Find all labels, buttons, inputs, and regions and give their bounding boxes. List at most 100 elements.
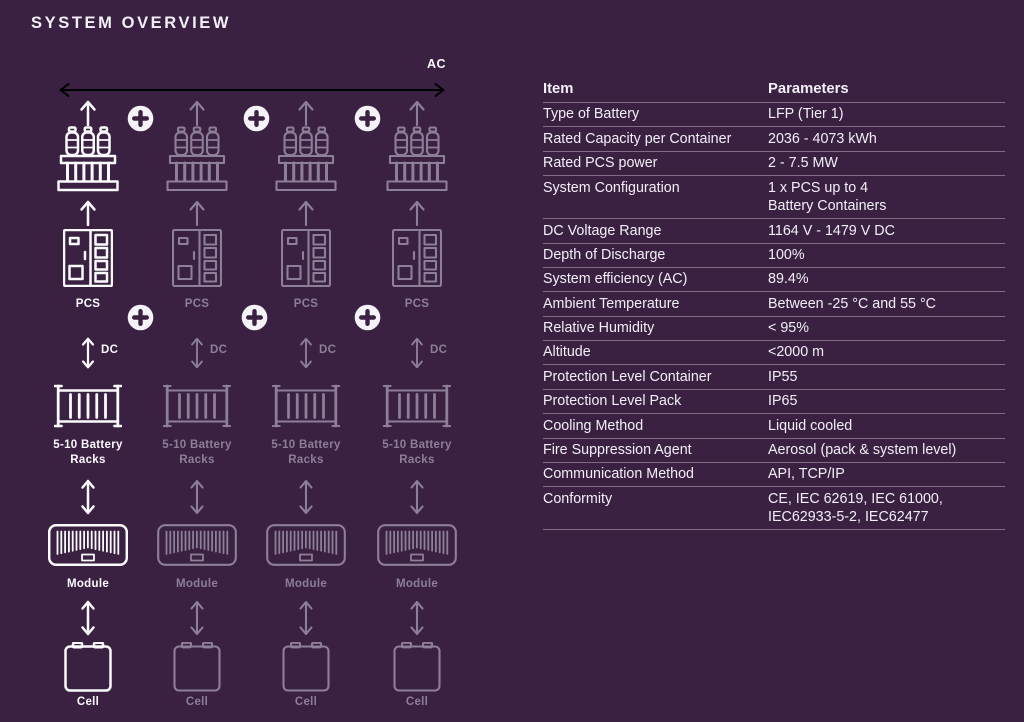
table-cell-parameters: 1164 V - 1479 V DC [768, 222, 895, 239]
transformer-icon [57, 126, 119, 192]
table-cell-parameters: LFP (Tier 1) [768, 106, 844, 123]
table-cell-item: Relative Humidity [543, 320, 655, 337]
battery-racks-label: 5-10 Battery Racks [53, 439, 123, 466]
battery-racks-label: 5-10 Battery Racks [382, 439, 452, 466]
plus-icon [354, 105, 381, 137]
table-cell-parameters: CE, IEC 62619, IEC 61000, IEC62933-5-2, … [768, 490, 943, 526]
table-cell-parameters: Liquid cooled [768, 417, 853, 434]
up-arrow-icon [297, 99, 315, 126]
table-header-parameters: Parameters [768, 81, 849, 97]
table-cell-item: Altitude [543, 344, 591, 361]
pcs-label: PCS [184, 298, 210, 310]
table-body: Type of Battery LFP (Tier 1) Rated Capacit… [543, 103, 1005, 531]
table-cell-parameters: IP55 [768, 368, 798, 385]
module-icon [377, 524, 457, 566]
table-cell-item: Communication Method [543, 466, 694, 483]
table-cell-parameters: <2000 m [768, 344, 825, 361]
table-cell-item: System efficiency (AC) [543, 271, 688, 288]
table-row: Fire Suppression Agent Aerosol (pack & sy… [543, 439, 1005, 463]
cell-label: Cell [76, 696, 100, 708]
dc-double-arrow-icon [297, 336, 315, 370]
table-cell-parameters: 100% [768, 246, 805, 263]
table-cell-item: Protection Level Container [543, 368, 712, 385]
double-arrow-icon [188, 478, 206, 516]
table-cell-item: Conformity [543, 490, 613, 507]
double-arrow-icon [408, 478, 426, 516]
table-cell-item: Ambient Temperature [543, 295, 680, 312]
battery-rack-icon [163, 384, 231, 428]
dc-label: DC [210, 344, 228, 356]
ac-label: AC [427, 57, 447, 71]
table-cell-item: Type of Battery [543, 106, 640, 123]
page-title: SYSTEM OVERVIEW [31, 14, 232, 32]
table-row: Conformity CE, IEC 62619, IEC 61000, IEC6… [543, 487, 1005, 531]
dc-double-arrow-icon [188, 336, 206, 370]
table-row: Rated Capacity per Container 2036 - 4073 … [543, 127, 1005, 152]
double-arrow-icon [79, 478, 97, 516]
module-icon [48, 524, 128, 566]
table-row: Protection Level Pack IP65 [543, 390, 1005, 415]
up-arrow-icon [188, 99, 206, 126]
up-arrow-icon [408, 99, 426, 126]
double-arrow-icon [188, 599, 206, 637]
up-arrow-icon [297, 199, 315, 226]
up-arrow-icon [408, 199, 426, 226]
pcs-label: PCS [404, 298, 430, 310]
table-row: Altitude <2000 m [543, 341, 1005, 366]
table-cell-parameters: IP65 [768, 393, 798, 410]
dc-label: DC [319, 344, 337, 356]
dc-label: DC [430, 344, 448, 356]
double-arrow-icon [79, 599, 97, 637]
battery-rack-icon [383, 384, 451, 428]
table-row: Type of Battery LFP (Tier 1) [543, 103, 1005, 128]
table-row: Depth of Discharge 100% [543, 244, 1005, 268]
battery-rack-icon [54, 384, 122, 428]
pcs-cabinet-icon [172, 229, 222, 287]
table-cell-parameters: < 95% [768, 320, 809, 337]
cell-label: Cell [185, 696, 209, 708]
battery-racks-label: 5-10 Battery Racks [271, 439, 341, 466]
module-icon [266, 524, 346, 566]
table-cell-item: Rated Capacity per Container [543, 130, 732, 147]
plus-icon [127, 304, 154, 336]
table-cell-item: Fire Suppression Agent [543, 441, 692, 458]
table-header-row: Item Parameters [543, 80, 1005, 104]
spec-table: Item Parameters Type of Battery LFP (Tier… [543, 80, 1005, 531]
dc-double-arrow-icon [79, 336, 97, 370]
cell-icon [393, 642, 441, 692]
table-row: Ambient Temperature Between -25 °C and 55… [543, 292, 1005, 317]
table-cell-parameters: Between -25 °C and 55 °C [768, 295, 937, 312]
table-row: System efficiency (AC) 89.4% [543, 268, 1005, 293]
pcs-label: PCS [293, 298, 319, 310]
table-cell-parameters: 2036 - 4073 kWh [768, 130, 877, 147]
transformer-icon [166, 126, 228, 192]
table-row: DC Voltage Range 1164 V - 1479 V DC [543, 219, 1005, 244]
table-cell-item: DC Voltage Range [543, 222, 662, 239]
module-label: Module [66, 578, 110, 590]
up-arrow-icon [79, 99, 97, 126]
cell-label: Cell [294, 696, 318, 708]
table-cell-parameters: API, TCP/IP [768, 466, 845, 483]
pcs-label: PCS [75, 298, 101, 310]
table-cell-parameters: 89.4% [768, 271, 809, 288]
battery-racks-label: 5-10 Battery Racks [162, 439, 232, 466]
module-icon [157, 524, 237, 566]
transformer-icon [386, 126, 448, 192]
table-cell-item: Rated PCS power [543, 155, 658, 172]
dc-label: DC [101, 344, 119, 356]
table-row: Protection Level Container IP55 [543, 365, 1005, 390]
table-cell-item: Depth of Discharge [543, 246, 666, 263]
table-cell-item: Protection Level Pack [543, 393, 682, 410]
double-arrow-icon [297, 599, 315, 637]
pcs-cabinet-icon [392, 229, 442, 287]
dc-double-arrow-icon [408, 336, 426, 370]
table-cell-parameters: 1 x PCS up to 4 Battery Containers [768, 179, 887, 215]
battery-rack-icon [272, 384, 340, 428]
table-cell-parameters: Aerosol (pack & system level) [768, 441, 957, 458]
